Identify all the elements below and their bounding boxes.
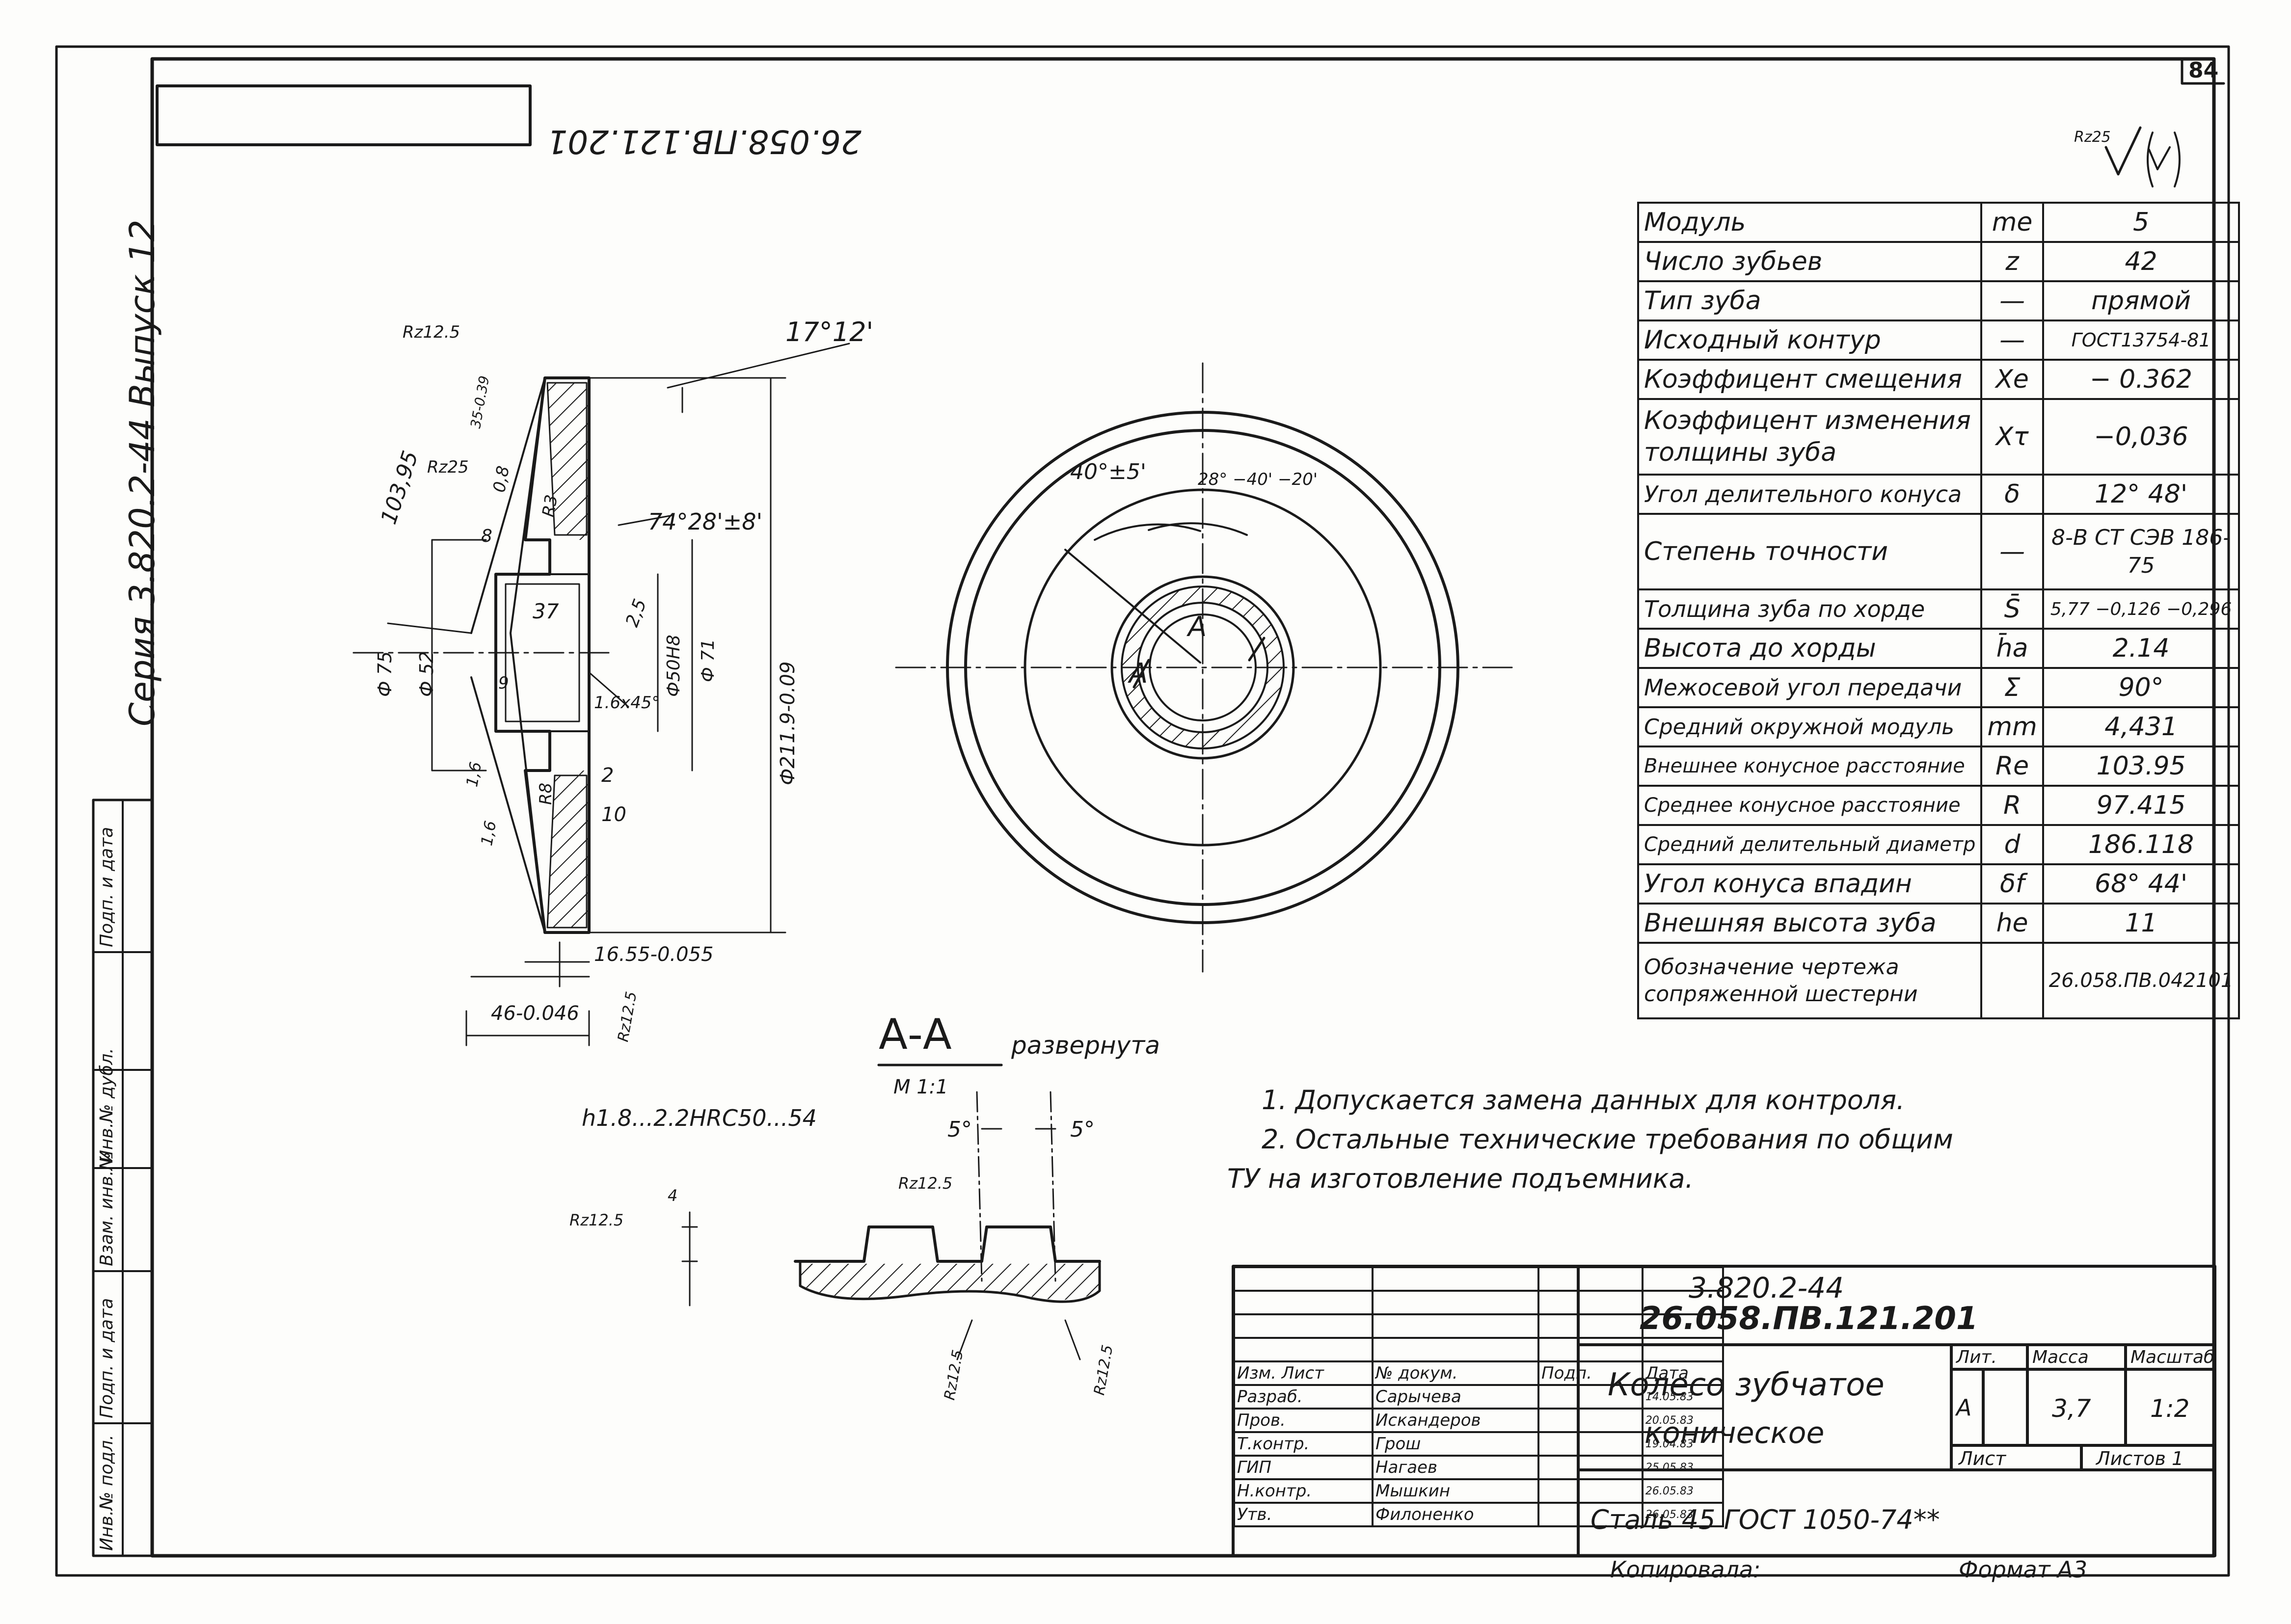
param-row: Обозначение чертежа сопряженной шестерни… — [1637, 942, 2240, 1019]
part-title-line-2: коническое — [1644, 1416, 1825, 1450]
dim-16-55: 16.55-0.055 — [594, 943, 714, 966]
param-row: Исходный контур—ГОСТ13754-81 — [1637, 319, 2240, 361]
dim-46: 46-0.046 — [491, 1002, 579, 1025]
dim-8: 8 — [481, 526, 492, 546]
lit-value: А — [1956, 1394, 1972, 1421]
dim-71: Ф 71 — [698, 639, 718, 682]
dim-52: Ф 52 — [416, 651, 437, 697]
copied-by: Копировала: — [1610, 1556, 1761, 1583]
dim-chamfer: 1.6x45° — [594, 693, 660, 713]
part-title-line-1: Колесо зубчатое — [1608, 1367, 1885, 1403]
surface-mark-top: Rz25 — [2074, 129, 2111, 146]
dim-2: 2 — [601, 764, 614, 787]
section-label-a: А — [1129, 658, 1148, 690]
section-aa-caption: развернута — [1011, 1031, 1160, 1060]
param-row: Тип зуба—прямой — [1637, 280, 2240, 321]
side-stamp-label: Инв.№ подл. — [97, 1435, 117, 1551]
section-aa-view — [681, 1064, 1101, 1360]
section-aa-scale: М 1:1 — [893, 1076, 948, 1098]
dim-211: Ф211.9-0.09 — [777, 661, 799, 785]
dim-08: 0,8 — [489, 464, 513, 494]
hardness-note: h1.8...2.2HRC50...54 — [582, 1105, 817, 1131]
note-line: ТУ на изготовление подъемника. — [1227, 1163, 1694, 1194]
sheets-label: Листов 1 — [2096, 1448, 2184, 1469]
dim-75: Ф 75 — [374, 651, 396, 697]
param-row: Степень точности—8-В СТ СЭВ 186-75 — [1637, 513, 2240, 590]
dim-angle-top: 17°12' — [785, 317, 874, 347]
roughness-mark: Rz12.5 — [403, 322, 460, 342]
dim-50h8: Ф50Н8 — [664, 635, 684, 697]
dim-1-6: 1,6 — [462, 760, 485, 789]
note-line: 1. Допускается замена данных для контрол… — [1262, 1085, 1905, 1116]
sheet-number: 84 — [2188, 58, 2219, 83]
roughness-mark: Rz25 — [427, 457, 469, 477]
approval-table: Изм. Лист № докум. Подп. Дата Разраб.Сар… — [1233, 1266, 1725, 1527]
tooth-ring-hatch — [1122, 587, 1283, 748]
lit-label: Лит. — [1956, 1347, 1997, 1367]
front-view — [895, 362, 1513, 973]
sheet-format: Формат А3 — [1959, 1556, 2087, 1583]
section-label-a: А — [1188, 611, 1207, 643]
dim-9: 9 — [498, 673, 509, 693]
series-label: Серия 3.820.2-44 Выпуск 12 — [122, 219, 162, 726]
dim-angle-40: 40°±5' — [1070, 459, 1146, 484]
dim-angle-74: 74°28'±8' — [648, 508, 763, 535]
doc-code-box — [156, 84, 532, 146]
material: Сталь 45 ГОСТ 1050-74** — [1590, 1504, 1940, 1535]
dim-4: 4 — [668, 1186, 678, 1205]
mass-label: Масса — [2032, 1347, 2089, 1367]
mass-value: 3,7 — [2052, 1394, 2091, 1423]
dim-1-6: 1,6 — [477, 819, 500, 848]
angle-5: 5° — [1070, 1117, 1095, 1142]
scale-label: Масштаб — [2130, 1347, 2215, 1367]
side-stamp-label: Подп. и дата — [97, 1298, 117, 1418]
designation-code: 3.820.2-44 — [1689, 1271, 1844, 1305]
scale-value: 1:2 — [2150, 1394, 2190, 1423]
approval-header-row: Изм. Лист № докум. Подп. Дата — [1233, 1360, 1725, 1386]
dim-r3: R3 — [539, 493, 562, 519]
side-stamp-label: Взам. инв.№ — [97, 1152, 117, 1266]
dim-angle-28: 28° −40' −20' — [1198, 470, 1318, 489]
note-line: 2. Остальные технические требования по о… — [1262, 1124, 1953, 1155]
dim-r8: R8 — [536, 782, 556, 805]
dim-10: 10 — [601, 803, 626, 826]
angle-5: 5° — [947, 1117, 972, 1142]
designation-code-2: 26.058.ПВ.121.201 — [1640, 1301, 1978, 1337]
dim-37: 37 — [533, 599, 559, 623]
sheet-label: Лист — [1959, 1448, 2006, 1469]
side-stamp-label: Подп. и дата — [97, 826, 117, 947]
section-aa-title: А-А — [879, 1010, 952, 1059]
roughness-mark: Rz12.5 — [569, 1211, 624, 1229]
section-view — [352, 343, 850, 1046]
side-stamp-label: Инв.№ дубл. — [97, 1048, 117, 1163]
roughness-mark: Rz12.5 — [898, 1174, 953, 1193]
doc-code-top: 26.058.ПВ.121.201 — [547, 123, 862, 160]
